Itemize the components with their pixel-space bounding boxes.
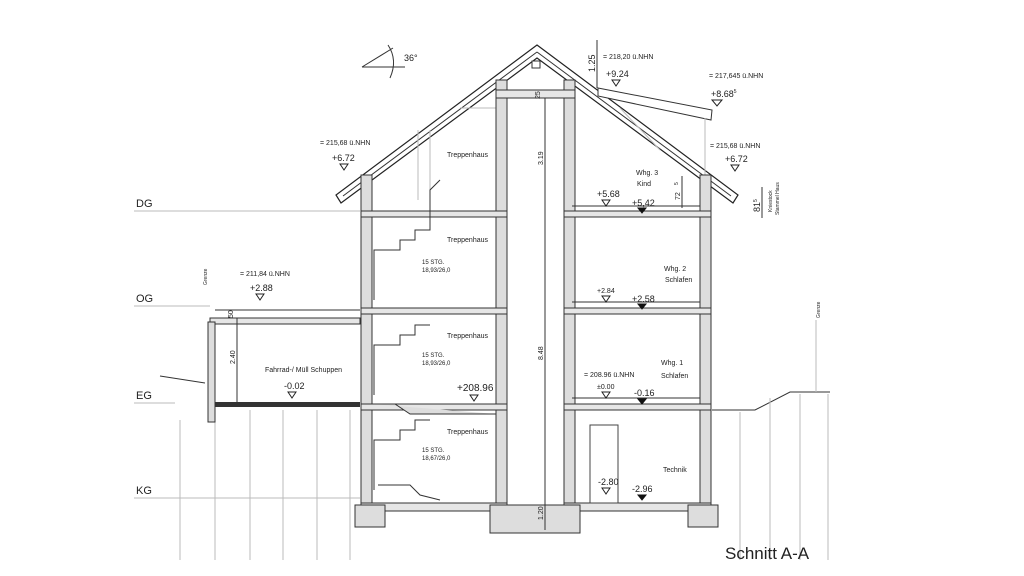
stair-kg-label: Treppenhaus	[447, 429, 488, 436]
stair-dg-label: Treppenhaus	[447, 152, 488, 159]
eave-right-nhn: = 215,68 ü.NHN	[710, 143, 760, 150]
stair-eg-label: Treppenhaus	[447, 333, 488, 340]
dim-72: 72	[675, 192, 682, 200]
ridge-nhn: = 218,20 ü.NHN	[603, 54, 653, 61]
shed-roof-dim: 50	[228, 310, 235, 318]
walls	[354, 79, 719, 534]
kniestock-label2: Stammel Haus	[775, 182, 781, 215]
stair-eg-ratio: 18,93/26,0	[422, 361, 451, 367]
eave-left-level: +6.72	[332, 153, 355, 163]
w3-level-fin: +5,42	[632, 198, 655, 208]
w3-level-raw: +5.68	[597, 189, 620, 199]
eave-right-level: +6.72	[725, 154, 748, 164]
level-og: OG	[136, 293, 153, 305]
ridge-height: 1.25	[587, 54, 597, 72]
shaft-dimensions: 3.19 8.48 1.20 25	[535, 91, 546, 530]
dim-mid: 8.48	[538, 346, 545, 360]
shed-name: Fahrrad-/ Müll Schuppen	[265, 367, 342, 374]
roof: 36°	[335, 44, 739, 204]
shed-roof-level: +2.88	[250, 283, 273, 293]
w2-level-fin: +2.58	[632, 294, 655, 304]
w1-level-raw: ±0.00	[597, 384, 615, 391]
stair-og-ratio: 18,93/26,0	[422, 268, 451, 274]
stair-kg-ratio: 18,67/26,0	[422, 456, 451, 462]
stair-eg-steps: 15 STG.	[422, 353, 445, 359]
border-left: Grenze	[203, 268, 209, 285]
w2-name: Whg. 2	[664, 266, 686, 273]
w1-nhn: = 208.96 ü.NHN	[584, 372, 634, 379]
stair-og-label: Treppenhaus	[447, 237, 488, 244]
dim-purlin: 25	[535, 91, 542, 99]
drawing-title: Schnitt A-A	[725, 544, 810, 563]
w3-name: Whg. 3	[636, 170, 658, 177]
dim-top: 3.19	[538, 151, 545, 165]
kg-level-raw: -2.80	[598, 477, 619, 487]
terrain	[159, 320, 830, 560]
dim-bottom: 1.20	[538, 506, 545, 520]
kg-room: Technik	[663, 467, 687, 474]
roof-angle: 36°	[404, 53, 418, 63]
shed-level: -0.02	[284, 381, 305, 391]
stairs	[372, 179, 496, 501]
level-kg: KG	[136, 485, 152, 497]
ridge-level: +9.24	[606, 69, 629, 79]
shed-nhn: = 211,84 ü.NHN	[240, 271, 290, 278]
stair-eg-level: +208.96	[457, 383, 494, 394]
dim-small: 5	[674, 182, 680, 185]
kniestock-label: Kniestock	[768, 190, 774, 212]
dormer-nhn: = 217,645 ü.NHN	[709, 73, 763, 80]
dormer-level: +8.685	[711, 89, 737, 99]
w1-level-fin: -0.16	[634, 388, 655, 398]
room-labels: Whg. 3 Kind +5.68 +5,42 Whg. 2 Schlafen …	[584, 170, 822, 501]
w2-room: Schlafen	[665, 277, 692, 284]
w1-room: Schlafen	[661, 373, 688, 380]
kg-level-fin: -2.96	[632, 484, 653, 494]
kniestock-dim: 815	[752, 199, 762, 212]
shed: 2.40 50 Fahrrad-/ Müll Schuppen -0.02 = …	[203, 268, 361, 423]
w3-room: Kind	[637, 181, 651, 188]
level-eg: EG	[136, 390, 152, 402]
level-dg: DG	[136, 198, 153, 210]
border-right: Grenze	[816, 301, 822, 318]
w1-name: Whg. 1	[661, 360, 683, 367]
roof-labels: 1.25 = 218,20 ü.NHN +9.24 = 217,645 ü.NH…	[320, 40, 781, 218]
level-markers: DG OG EG KG	[134, 198, 360, 499]
stair-og-steps: 15 STG.	[422, 260, 445, 266]
stair-kg-steps: 15 STG.	[422, 448, 445, 454]
w2-level-raw: +2.84	[597, 288, 615, 295]
shed-height: 2.40	[230, 350, 237, 364]
stair-labels: Treppenhaus Treppenhaus 15 STG. 18,93/26…	[422, 152, 494, 462]
eave-left-nhn: = 215,68 ü.NHN	[320, 140, 370, 147]
